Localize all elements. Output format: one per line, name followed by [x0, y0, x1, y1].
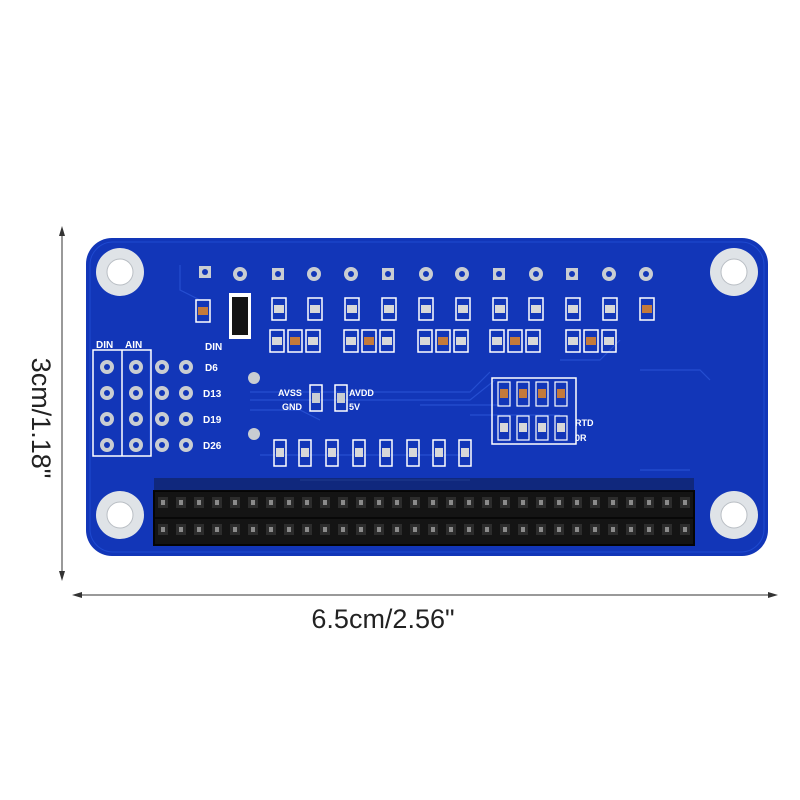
- din-ain-header: [92, 349, 152, 457]
- ic-chip: [229, 293, 251, 339]
- mounting-hole-bottom-left: [96, 491, 144, 539]
- pcb-board: DIN AIN DIN D6 D13 D19 D26 AVSS GND AVDD…: [86, 238, 768, 556]
- label-0r: 0R: [575, 433, 587, 443]
- label-d19: D19: [203, 415, 222, 426]
- width-dimension: 6.5cm/2.56": [72, 592, 778, 634]
- label-rtd: RTD: [575, 418, 594, 428]
- height-dimension: 3cm/1.18": [26, 226, 65, 581]
- label-ain: AIN: [125, 340, 142, 351]
- label-gnd: GND: [282, 402, 303, 412]
- din-ain-pads-right: [155, 360, 193, 452]
- height-label: 3cm/1.18": [26, 358, 56, 479]
- smd-resistor-bodies-top: [198, 305, 652, 315]
- width-label: 6.5cm/2.56": [311, 604, 454, 634]
- avss-avdd-jumpers: [309, 384, 348, 412]
- label-5v: 5V: [349, 402, 360, 412]
- label-d6: D6: [205, 363, 218, 374]
- smd-resistors-bottom: [273, 439, 472, 467]
- capacitor-row: [269, 329, 617, 353]
- fiducial-pad: [248, 428, 260, 440]
- mounting-hole-top-left: [96, 248, 144, 296]
- label-avdd: AVDD: [349, 388, 374, 398]
- rtd-resistor-block: [491, 377, 577, 445]
- fiducial-pad: [248, 372, 260, 384]
- label-din: DIN: [96, 340, 113, 351]
- test-pad-row: [199, 266, 653, 281]
- capacitor-bodies: [272, 337, 614, 345]
- smd-resistors-top: [195, 297, 655, 323]
- label-d13: D13: [203, 389, 222, 400]
- label-avss: AVSS: [278, 388, 302, 398]
- gpio-header: [153, 478, 695, 546]
- mounting-hole-top-right: [710, 248, 758, 296]
- mounting-hole-bottom-right: [710, 491, 758, 539]
- label-din-right: DIN: [205, 342, 222, 353]
- label-d26: D26: [203, 441, 222, 452]
